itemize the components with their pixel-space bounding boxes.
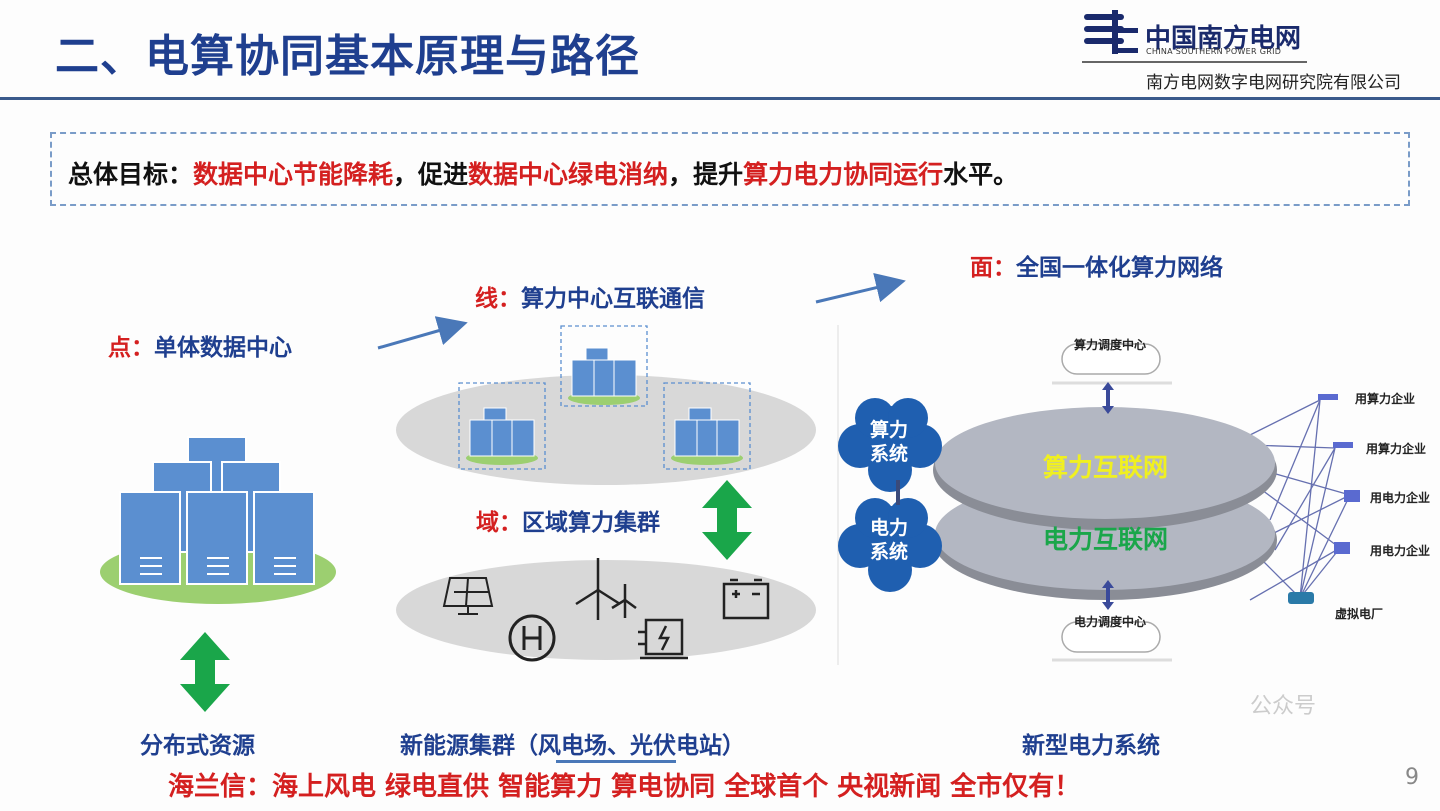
green-double-arrow-middle [702,480,752,560]
level-text: 全国一体化算力网络 [1016,255,1223,281]
compute-internet-label: 算力互联网 [1043,453,1169,482]
user-label: 用电力企业 [1370,544,1431,558]
dispatch-arrowheads [1102,382,1114,610]
goal-highlight-1: 数据中心节能降耗 [193,160,394,189]
charging-station-icon [638,618,688,660]
solar-panel-icon [442,577,494,615]
power-dispatch-label: 电力调度中心 [1074,615,1147,629]
energy-platform [396,560,816,660]
green-double-arrow-left [180,632,230,712]
level-key: 点： [108,335,154,361]
level-point-label: 点：单体数据中心 [108,328,292,362]
power-system-cloud [838,498,942,592]
level-text: 算力中心互联通信 [521,286,705,312]
goal-highlight-2: 数据中心绿电消纳 [468,160,669,189]
goal-statement: 总体目标：数据中心节能降耗，促进数据中心绿电消纳，提升算力电力协同运行水平。 [68,155,1018,191]
datacenter-clusters [458,325,751,470]
level-key: 面： [970,255,1016,281]
user-links [1249,399,1351,601]
user-enterprise-icons [1318,394,1360,554]
user-label: 用算力企业 [1355,392,1416,406]
goal-suffix: 水平。 [943,160,1019,189]
compute-system-label: 算力 系统 [870,419,909,465]
level-text: 区域算力集群 [522,510,660,536]
page-title: 二、电算协同基本原理与路径 [55,31,640,82]
goal-highlight-3: 算力电力协同运行 [743,160,944,189]
logo-text-cn: 中国南方电网 [1145,24,1302,54]
user-label: 用算力企业 [1366,442,1427,456]
page-number: 9 [1405,765,1419,790]
bottom-label-distributed: 分布式资源 [140,733,255,759]
level-key: 域： [476,510,522,536]
bottom-label-renewables: 新能源集群（风电场、光伏电站） [400,733,745,759]
bottom-label-power-system: 新型电力系统 [1022,733,1160,759]
level-line-label: 线：算力中心互联通信 [475,279,705,313]
power-internet-label: 电力互联网 [1043,525,1169,554]
compute-internet-layer [935,407,1275,519]
vpp-label: 虚拟电厂 [1335,607,1384,621]
logo-divider [1082,61,1307,63]
user-label: 用电力企业 [1370,491,1431,505]
watermark: 公众号 [1250,694,1317,719]
goal-box [50,132,1410,206]
level-text: 单体数据中心 [154,335,292,361]
goal-prefix: 总体目标： [68,160,194,189]
compute-system-cloud [838,398,942,492]
wind-turbine-icon [575,558,637,620]
goal-text-2: ，提升 [668,160,744,189]
logo-text-en: CHINA SOUTHERN POWER GRID [1146,47,1282,56]
header-divider [0,97,1440,100]
hydrogen-icon [508,614,556,662]
progress-line [556,760,676,763]
level-key: 线： [475,286,521,312]
dispatch-clouds [1061,343,1161,653]
company-name: 南方电网数字电网研究院有限公司 [1146,73,1401,93]
level-domain-label: 域：区域算力集群 [476,503,660,537]
battery-icon [722,578,770,620]
level-plane-label: 面：全国一体化算力网络 [970,248,1223,282]
compute-dispatch-label: 算力调度中心 [1074,338,1147,352]
power-system-label: 电力 系统 [870,517,909,563]
arrow-line-to-plane [815,272,906,304]
single-datacenter-icon [100,436,336,604]
arrow-point-to-line [377,316,468,350]
promo-banner: 海兰信：海上风电 绿电直供 智能算力 算电协同 全球首个 央视新闻 全市仅有！ [168,772,1081,802]
virtual-power-plant-icon [1288,592,1314,604]
cluster-servers [466,347,743,465]
goal-text-1: ，促进 [393,160,469,189]
